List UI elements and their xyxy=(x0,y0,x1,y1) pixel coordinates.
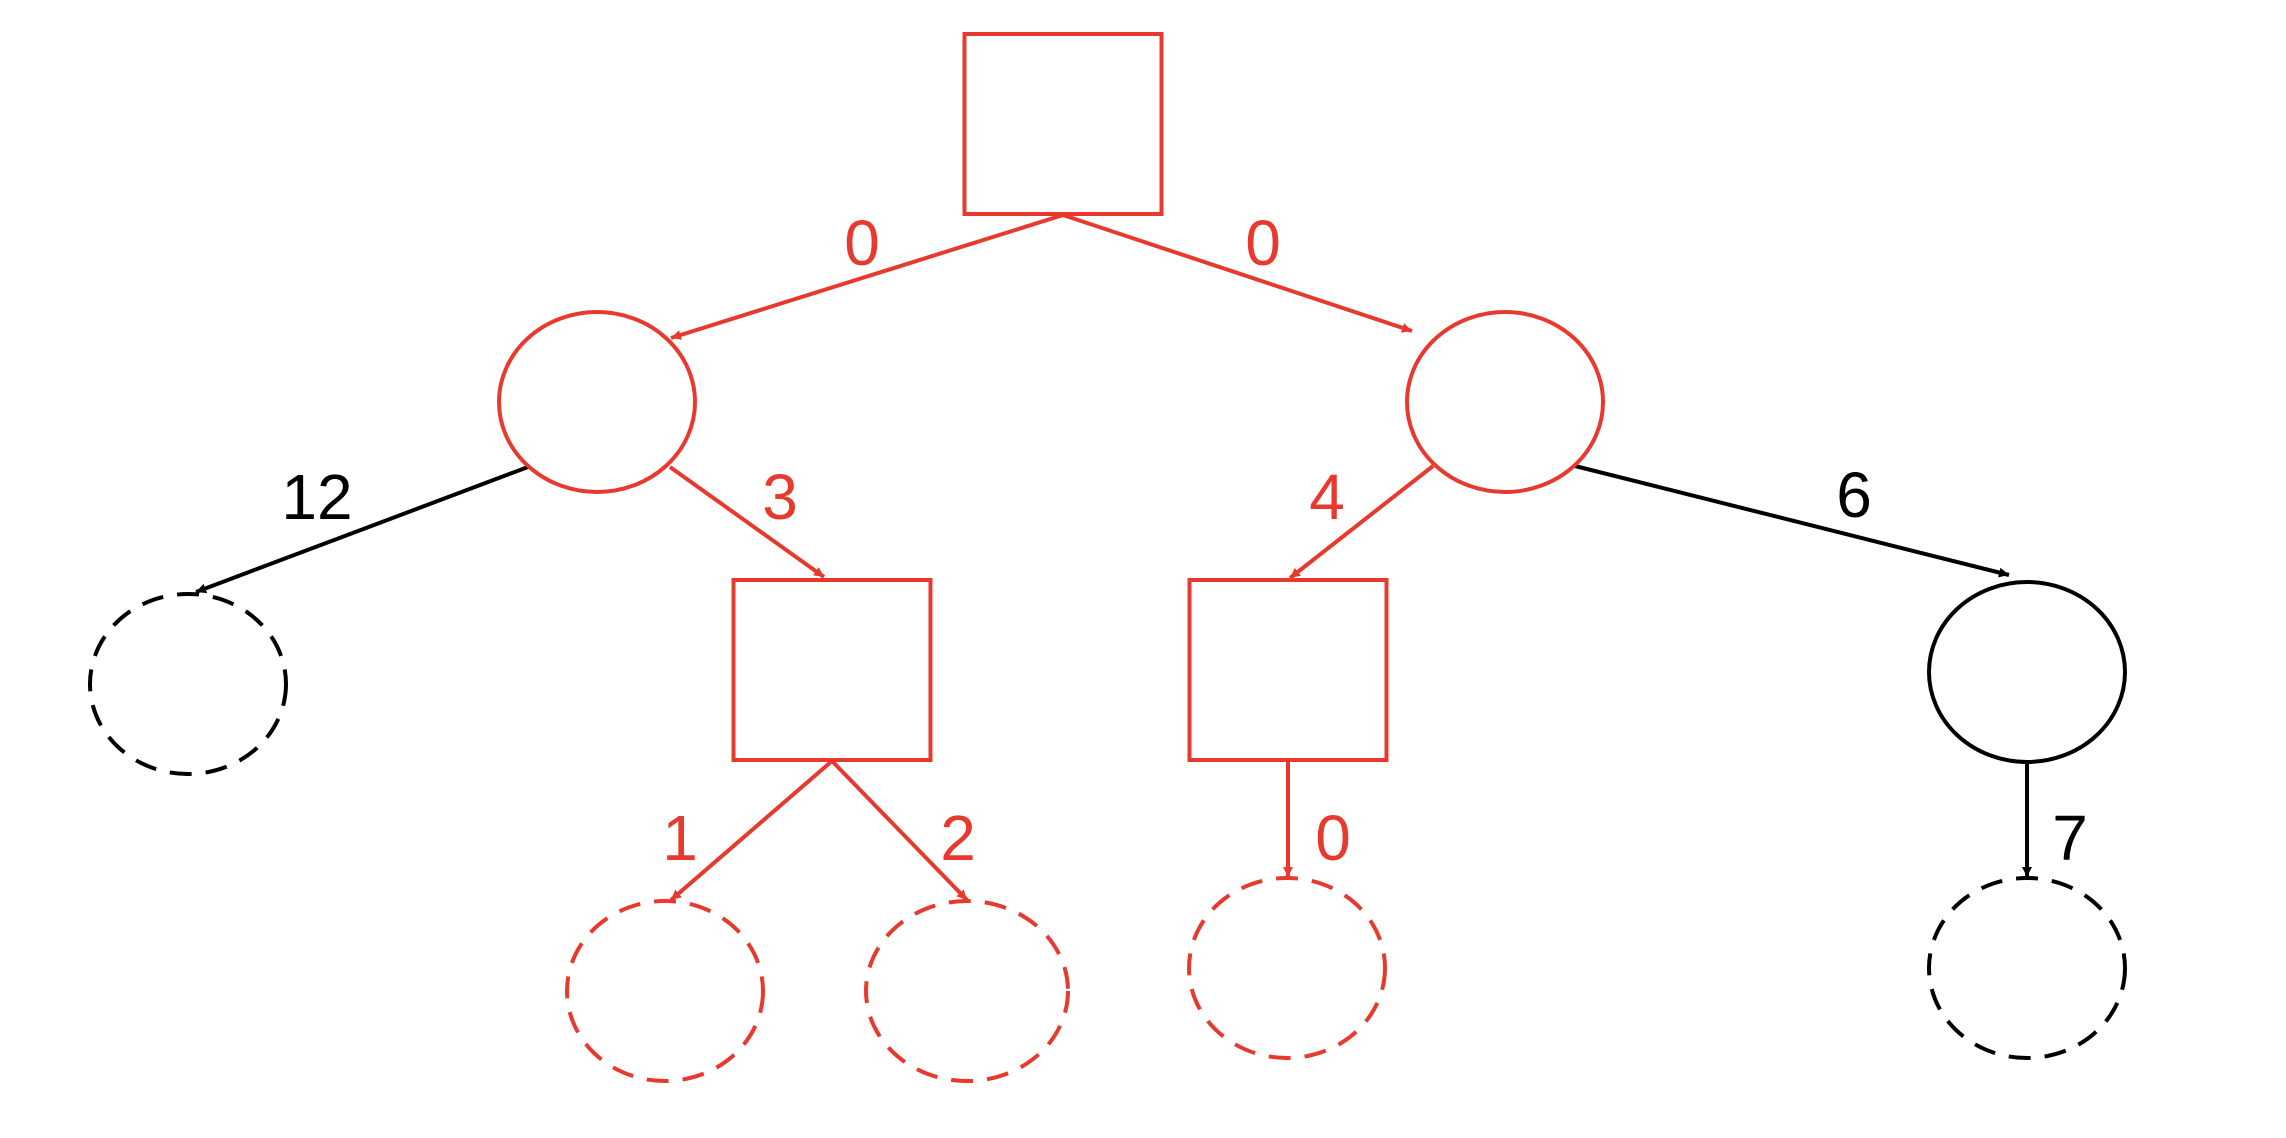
node-right-mid-square xyxy=(1187,578,1389,762)
nodes-layer xyxy=(88,32,2127,1083)
edge-label-left-choice-to-left-mid-square: 3 xyxy=(762,461,798,533)
edge-label-right-choice-to-right-outer-choice: 6 xyxy=(1836,459,1872,531)
edge-left-mid-square-to-leaf-2 xyxy=(830,759,969,902)
edge-label-right-mid-square-to-leaf-3: 0 xyxy=(1315,802,1351,874)
edges-layer xyxy=(195,213,2032,902)
edge-label-root-to-right-choice: 0 xyxy=(1245,207,1281,279)
node-root xyxy=(962,32,1164,216)
node-leaf-1 xyxy=(565,899,765,1083)
node-leaf-4 xyxy=(1927,876,2127,1060)
edge-left-mid-square-to-leaf-1 xyxy=(669,759,834,902)
edge-root-to-left-choice xyxy=(670,213,1064,340)
node-left-mid-square xyxy=(731,578,933,762)
node-right-choice xyxy=(1405,310,1605,494)
edge-label-root-to-left-choice: 0 xyxy=(844,207,880,279)
edge-label-right-outer-choice-to-leaf-4: 7 xyxy=(2052,802,2088,874)
node-left-terminal xyxy=(88,592,288,776)
edge-label-left-choice-to-left-terminal: 12 xyxy=(281,461,352,533)
edge-right-choice-to-right-mid-square xyxy=(1288,464,1435,580)
edge-left-choice-to-left-terminal xyxy=(195,465,529,594)
node-leaf-3 xyxy=(1187,876,1387,1060)
edge-root-to-right-choice xyxy=(1062,213,1413,333)
edge-label-right-choice-to-right-mid-square: 4 xyxy=(1309,461,1345,533)
edge-right-choice-to-right-outer-choice xyxy=(1574,464,2010,578)
node-right-outer-choice xyxy=(1927,580,2127,764)
edge-label-left-mid-square-to-leaf-2: 2 xyxy=(940,802,976,874)
edge-left-choice-to-left-mid-square xyxy=(668,465,826,579)
node-left-choice xyxy=(497,310,697,494)
edge-label-left-mid-square-to-leaf-1: 1 xyxy=(662,802,698,874)
node-leaf-2 xyxy=(864,899,1070,1083)
